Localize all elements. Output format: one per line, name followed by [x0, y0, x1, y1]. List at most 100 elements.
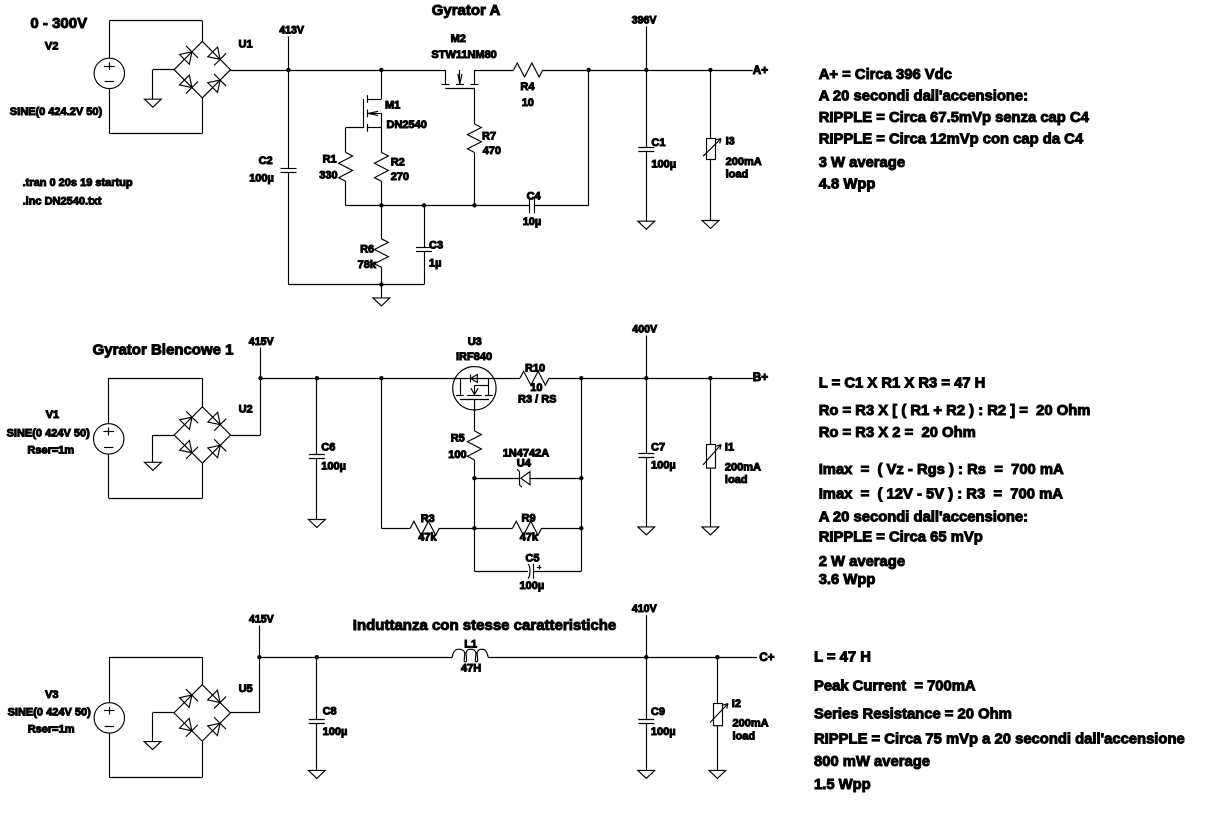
svg-text:C8: C8 — [323, 706, 337, 718]
svg-text:load: load — [733, 730, 756, 742]
svg-text:Imax = ( 12V - 5V ) : R3 =: Imax = ( 12V - 5V ) : R3 = 700 mA — [819, 487, 1064, 503]
svg-text:800 mW average: 800 mW average — [814, 754, 930, 770]
svg-text:C7: C7 — [651, 442, 665, 454]
svg-text:.inc DN2540.txt: .inc DN2540.txt — [23, 196, 102, 208]
svg-text:400V: 400V — [632, 323, 657, 335]
svg-text:10µ: 10µ — [523, 216, 542, 228]
svg-text:L1: L1 — [464, 639, 477, 651]
svg-text:C+: C+ — [759, 651, 774, 664]
svg-text:R4: R4 — [520, 81, 535, 93]
svg-text:270: 270 — [391, 171, 409, 183]
svg-text:47k: 47k — [520, 532, 539, 544]
svg-text:U2: U2 — [239, 404, 253, 416]
svg-text:C4: C4 — [527, 191, 542, 203]
svg-text:330: 330 — [319, 170, 337, 182]
svg-text:396V: 396V — [632, 15, 657, 27]
svg-text:I2: I2 — [732, 698, 741, 710]
svg-text:SINE(0 424.2V 50): SINE(0 424.2V 50) — [10, 106, 103, 118]
svg-text:A 20 secondi dall'accensione:: A 20 secondi dall'accensione: — [819, 509, 1028, 525]
svg-text:1.5 Wpp: 1.5 Wpp — [814, 777, 871, 793]
svg-text:100µ: 100µ — [651, 726, 676, 738]
svg-text:RIPPLE = Circa 75 mVp a 20 sec: RIPPLE = Circa 75 mVp a 20 secondi dall'… — [814, 731, 1185, 747]
svg-text:L = 47 H: L = 47 H — [814, 650, 871, 666]
svg-text:load: load — [726, 169, 749, 181]
svg-text:100µ: 100µ — [651, 459, 676, 471]
svg-text:R5: R5 — [451, 432, 465, 444]
svg-text:V1: V1 — [46, 409, 59, 421]
svg-text:C3: C3 — [429, 240, 443, 252]
svg-text:IRF840: IRF840 — [456, 351, 492, 363]
svg-text:0 - 300V: 0 - 300V — [30, 15, 87, 32]
svg-text:A+ = Circa 396 Vdc: A+ = Circa 396 Vdc — [819, 67, 952, 83]
svg-text:C2: C2 — [259, 155, 273, 167]
svg-text:100µ: 100µ — [249, 172, 274, 184]
svg-text:100: 100 — [448, 449, 466, 461]
svg-text:U5: U5 — [239, 683, 253, 695]
svg-text:413V: 413V — [279, 24, 304, 36]
svg-text:R9: R9 — [522, 513, 536, 525]
svg-text:V3: V3 — [45, 689, 58, 701]
svg-text:Gyrator A: Gyrator A — [432, 2, 501, 19]
svg-text:I3: I3 — [726, 136, 735, 148]
svg-text:R6: R6 — [360, 243, 374, 255]
svg-text:415V: 415V — [249, 336, 274, 348]
svg-text:100µ: 100µ — [651, 158, 676, 170]
svg-text:STW11NM80: STW11NM80 — [431, 49, 496, 61]
svg-text:SINE(0 424V 50): SINE(0 424V 50) — [8, 706, 91, 718]
svg-text:M1: M1 — [385, 100, 400, 112]
svg-text:R2: R2 — [391, 156, 405, 168]
svg-text:2 W average: 2 W average — [819, 554, 905, 570]
svg-text:Ro = R3 X 2 = 20 Ohm: Ro = R3 X 2 = 20 Ohm — [819, 425, 976, 441]
svg-text:200mA: 200mA — [725, 462, 761, 474]
svg-text:Induttanza con stesse caratter: Induttanza con stesse caratteristiche — [353, 617, 616, 634]
svg-text:1N4742A: 1N4742A — [503, 447, 550, 459]
svg-text:R10: R10 — [525, 362, 545, 374]
svg-text:4.8 Wpp: 4.8 Wpp — [819, 177, 876, 193]
svg-text:410V: 410V — [632, 603, 657, 615]
svg-text:R1: R1 — [323, 153, 337, 165]
svg-text:100µ: 100µ — [323, 726, 348, 738]
svg-text:C6: C6 — [321, 442, 335, 454]
svg-text:Series Resistance = 20 Ohm: Series Resistance = 20 Ohm — [814, 707, 1012, 723]
svg-text:R7: R7 — [482, 131, 496, 143]
svg-text:load: load — [725, 474, 748, 486]
svg-text:Peak Current = 700mA: Peak Current = 700mA — [814, 679, 976, 695]
svg-text:1µ: 1µ — [429, 257, 441, 269]
svg-text:Rser=1m: Rser=1m — [27, 445, 74, 457]
svg-text:47k: 47k — [418, 532, 437, 544]
svg-text:RIPPLE = Circa 67.5mVp senza c: RIPPLE = Circa 67.5mVp senza cap C4 — [819, 110, 1090, 126]
svg-text:Rser=1m: Rser=1m — [28, 724, 75, 736]
svg-text:I1: I1 — [725, 442, 734, 454]
svg-text:U3: U3 — [468, 336, 482, 348]
svg-text:47H: 47H — [461, 663, 481, 675]
svg-text:3.6 Wpp: 3.6 Wpp — [819, 572, 876, 588]
svg-text:M2: M2 — [451, 33, 466, 45]
svg-text:R3 / RS: R3 / RS — [518, 394, 557, 406]
svg-text:Gyrator Blencowe 1: Gyrator Blencowe 1 — [93, 341, 234, 358]
svg-text:SINE(0 424V 50): SINE(0 424V 50) — [7, 427, 90, 439]
svg-text:DN2540: DN2540 — [387, 119, 427, 131]
svg-text:470: 470 — [483, 145, 501, 157]
svg-text:Imax = ( Vz - Rgs ) : Rs =: Imax = ( Vz - Rgs ) : Rs = 700 mA — [819, 462, 1064, 478]
svg-text:3 W average: 3 W average — [819, 155, 905, 171]
svg-text:100µ: 100µ — [321, 461, 346, 473]
svg-text:200mA: 200mA — [726, 156, 762, 168]
svg-text:78k: 78k — [358, 259, 377, 271]
svg-text:Ro = R3 X [ ( R1 + R2 ) : R2 ]: Ro = R3 X [ ( R1 + R2 ) : R2 ] = 20 Ohm — [819, 403, 1091, 419]
svg-text:C5: C5 — [525, 553, 539, 565]
svg-text:A 20 secondi dall'accensione:: A 20 secondi dall'accensione: — [819, 88, 1028, 104]
svg-text:415V: 415V — [249, 614, 274, 626]
svg-text:B+: B+ — [753, 371, 768, 384]
svg-text:.tran 0 20s 19 startup: .tran 0 20s 19 startup — [23, 177, 133, 189]
svg-text:100µ: 100µ — [520, 580, 545, 592]
svg-text:L = C1 X R1 X R3 = 47 H: L = C1 X R1 X R3 = 47 H — [819, 375, 986, 391]
svg-text:U1: U1 — [239, 39, 253, 51]
svg-text:U4: U4 — [517, 457, 532, 469]
svg-text:A+: A+ — [753, 64, 768, 77]
svg-text:R3: R3 — [421, 513, 435, 525]
svg-text:10: 10 — [522, 97, 534, 109]
svg-text:V2: V2 — [45, 41, 58, 53]
svg-text:RIPPLE = Circa 12mVp con cap d: RIPPLE = Circa 12mVp con cap da C4 — [819, 132, 1084, 148]
svg-text:200mA: 200mA — [733, 718, 769, 730]
svg-text:C9: C9 — [651, 706, 665, 718]
